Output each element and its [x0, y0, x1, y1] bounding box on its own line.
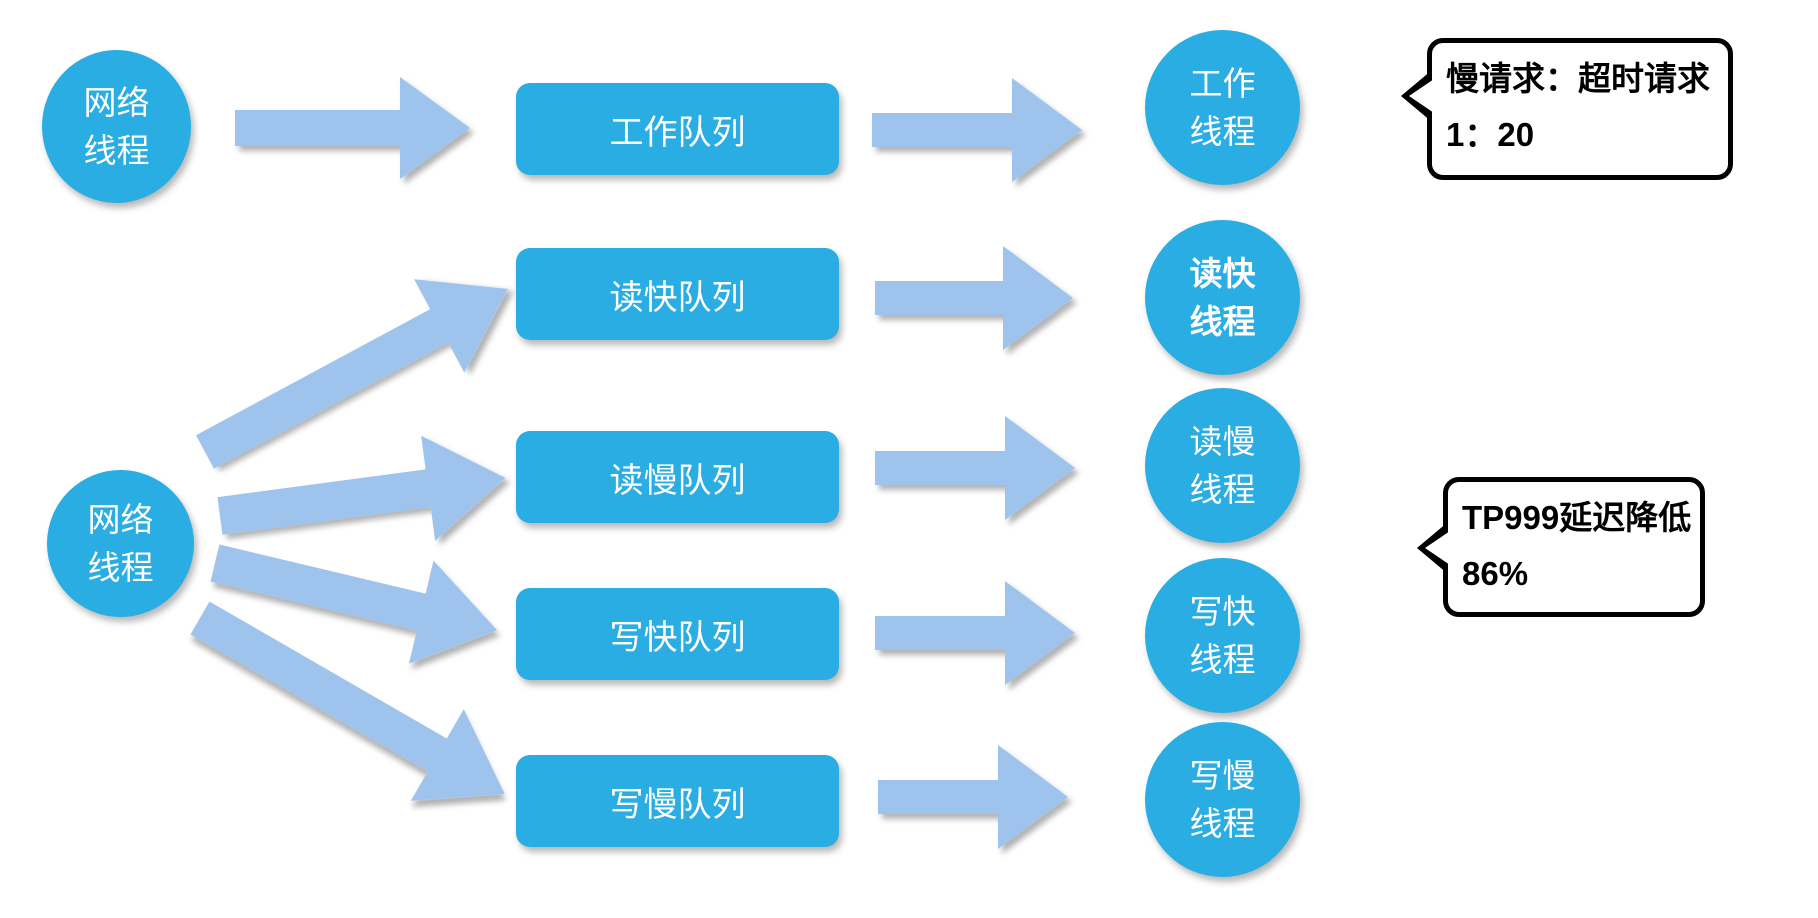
- queue-label: 读快队列: [609, 278, 746, 317]
- arrow-net1-to-work-queue: [235, 77, 470, 179]
- node-write-slow-thread: 写慢 线程: [1145, 722, 1300, 877]
- callout-text-line: TP999延迟降低: [1462, 499, 1692, 536]
- node-write-slow-queue: 写慢队列: [516, 755, 839, 847]
- arrow-net2-to-write-fast-queue: [210, 544, 498, 664]
- callout-text-line: 86%: [1462, 555, 1529, 592]
- node-label-line: 网络: [83, 83, 150, 121]
- queue-label: 读慢队列: [609, 461, 746, 500]
- node-write-fast-thread: 写快 线程: [1145, 558, 1300, 713]
- node-work-thread: 工作 线程: [1145, 30, 1300, 185]
- queue-label: 工作队列: [609, 113, 746, 152]
- node-label-line: 读快: [1189, 254, 1256, 292]
- node-label-line: 写慢: [1189, 756, 1256, 794]
- node-label-line: 线程: [1189, 470, 1256, 508]
- queue-label: 写慢队列: [609, 785, 746, 824]
- arrow-work-queue-to-work-thread: [872, 78, 1082, 182]
- node-read-fast-queue: 读快队列: [516, 248, 839, 340]
- arrow-write-fast-queue-to-thread: [875, 581, 1075, 685]
- node-label-line: 线程: [1189, 804, 1256, 842]
- node-label-line: 读慢: [1189, 422, 1256, 460]
- node-label-line: 线程: [83, 131, 150, 169]
- arrow-write-slow-queue-to-thread: [878, 745, 1068, 849]
- node-read-slow-thread: 读慢 线程: [1145, 388, 1300, 543]
- node-label-line: 网络: [87, 500, 154, 538]
- node-read-fast-thread: 读快 线程: [1145, 220, 1300, 375]
- callout-slow-request-ratio: 慢请求：超时请求 1：20: [1401, 38, 1733, 180]
- arrow-net2-to-read-fast-queue: [195, 279, 508, 469]
- node-work-queue: 工作队列: [516, 83, 839, 175]
- node-label-line: 工作: [1189, 64, 1256, 102]
- callout-tp999-latency: TP999延迟降低 86%: [1417, 477, 1705, 617]
- node-read-slow-queue: 读慢队列: [516, 431, 839, 523]
- node-label-line: 写快: [1189, 592, 1256, 630]
- arrow-read-fast-queue-to-thread: [875, 246, 1073, 350]
- queue-label: 写快队列: [609, 618, 746, 657]
- node-label-line: 线程: [1189, 112, 1256, 150]
- callout-text-line: 慢请求：超时请求: [1446, 60, 1710, 97]
- arrow-net2-to-write-slow-queue: [190, 601, 505, 801]
- arrow-read-slow-queue-to-thread: [875, 416, 1075, 520]
- node-label-line: 线程: [87, 548, 154, 586]
- node-network-thread-2: 网络 线程: [47, 470, 194, 617]
- callout-text-line: 1：20: [1446, 116, 1535, 153]
- node-write-fast-queue: 写快队列: [516, 588, 839, 680]
- node-network-thread-1: 网络 线程: [42, 50, 191, 203]
- node-label-line: 线程: [1189, 640, 1256, 678]
- node-label-line: 线程: [1189, 302, 1256, 340]
- arrow-net2-to-read-slow-queue: [217, 435, 506, 541]
